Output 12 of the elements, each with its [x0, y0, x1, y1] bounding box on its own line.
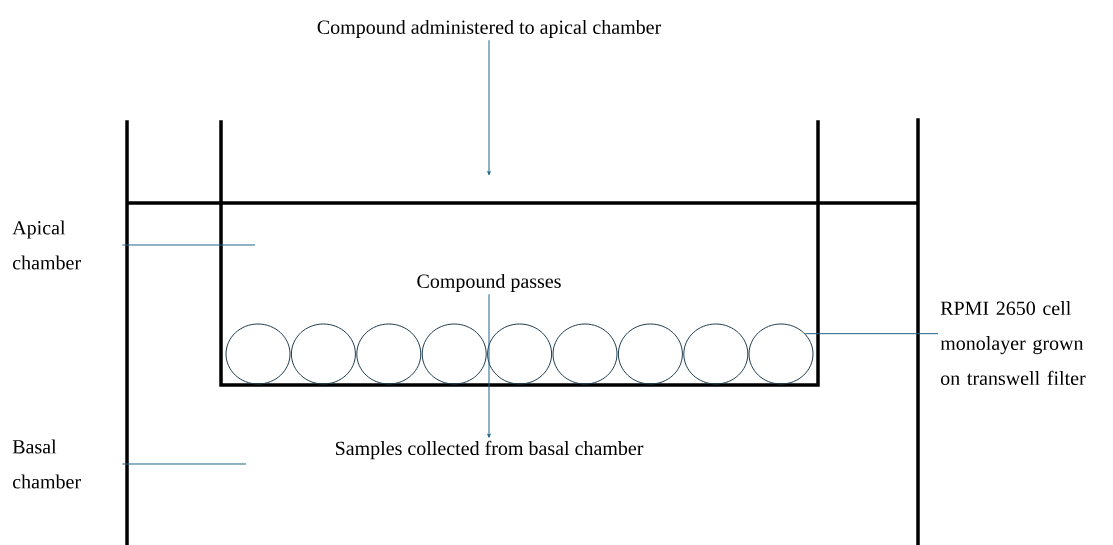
instruction-label: Compound administered to apical chamber: [317, 19, 662, 39]
leader-line: [121, 463, 247, 465]
leader-line: [804, 333, 939, 335]
arrow: [487, 293, 491, 438]
chamber-label: Basal chamber: [12, 439, 81, 489]
process-label: Samples collected from basal chamber: [335, 440, 644, 460]
cell-circle: [748, 323, 814, 385]
process-label: Compound passes: [417, 273, 561, 293]
chamber-label: Apical chamber: [12, 220, 81, 270]
cell-layer-label: RPMI 2650 cell monolayer grown on transwell filter: [940, 300, 1086, 385]
leader-line: [121, 244, 256, 246]
arrow: [487, 39, 491, 176]
